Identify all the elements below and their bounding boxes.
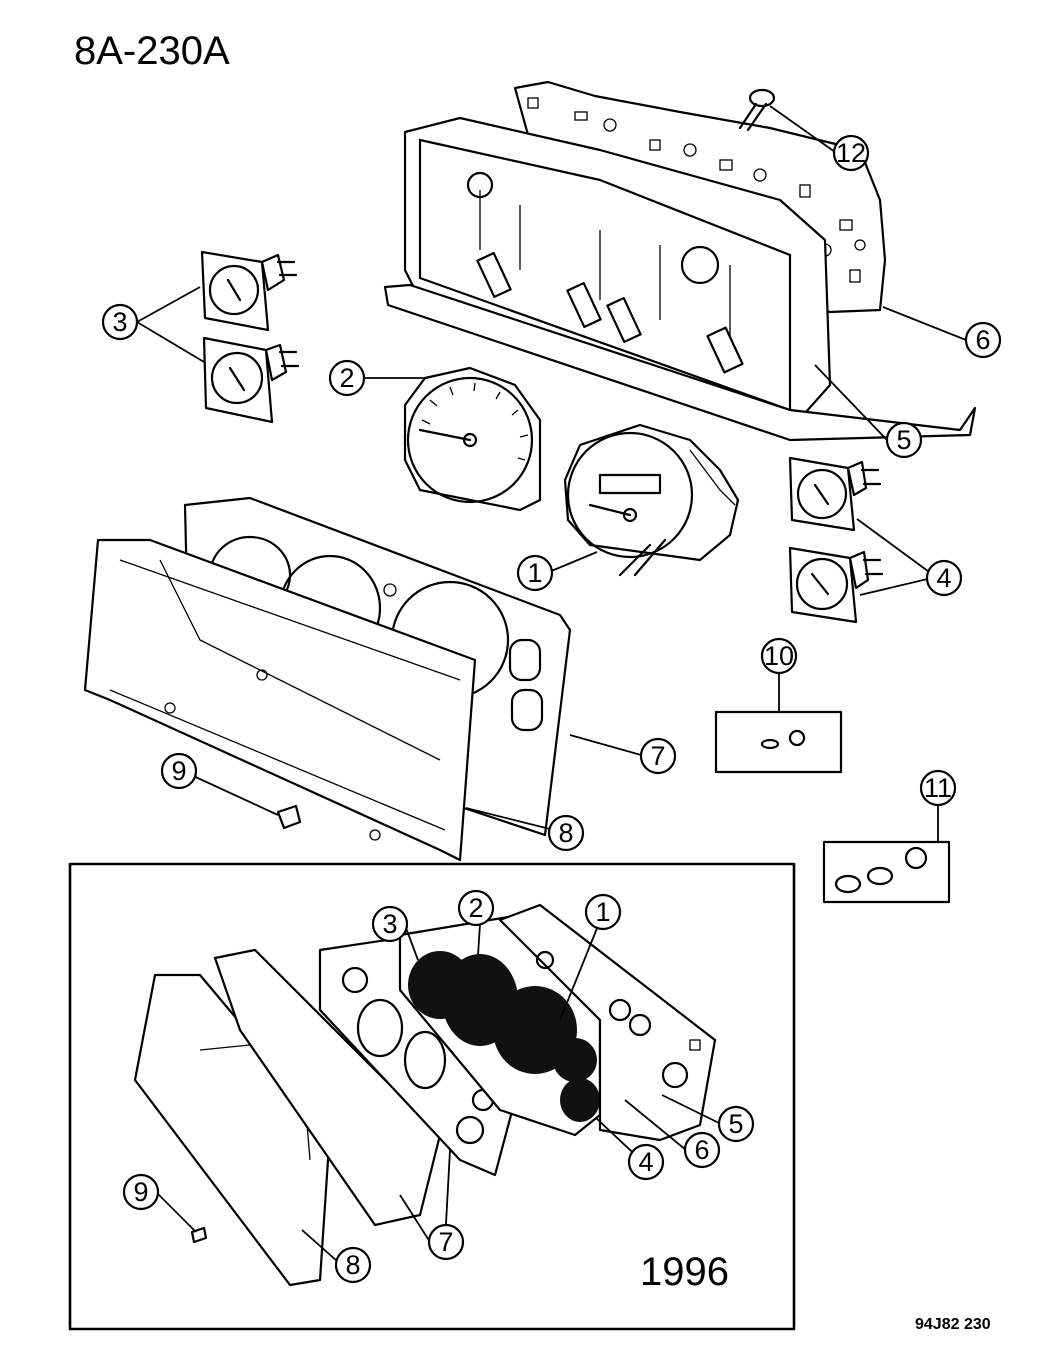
callout-6: 6 [964,321,1002,359]
drawing-code: 94J82 230 [915,1316,991,1333]
inset-callout-4: 4 [627,1143,665,1181]
inset-callout-7: 7 [427,1223,465,1261]
callout-3: 3 [101,303,139,341]
bulb-set-box [822,840,951,904]
svg-text:6: 6 [694,1135,709,1165]
speedometer-drawing [563,423,740,577]
svg-text:9: 9 [171,756,186,786]
inset-callout-6: 6 [683,1131,721,1169]
callout-11: 11 [919,769,957,807]
cluster-lens-drawing [83,538,477,862]
svg-text:5: 5 [728,1109,743,1139]
1996-inset-panel: 1996 [68,862,796,1331]
svg-text:6: 6 [975,325,990,355]
inset-callout-1: 1 [584,893,622,931]
gauge-4-lower-drawing [788,546,884,624]
inset-callout-9: 9 [122,1173,160,1211]
svg-text:10: 10 [764,641,794,671]
svg-text:8: 8 [345,1250,360,1280]
callout-5: 5 [885,421,923,459]
gauge-4-upper-drawing [788,456,882,532]
callout-4: 4 [925,559,963,597]
svg-text:4: 4 [936,563,951,593]
svg-text:2: 2 [468,893,483,923]
svg-text:12: 12 [836,138,866,168]
svg-text:7: 7 [438,1227,453,1257]
callout-2: 2 [328,359,366,397]
svg-text:2: 2 [339,363,354,393]
bulb-socket-box [714,710,843,774]
callout-12: 12 [832,134,870,172]
svg-text:4: 4 [638,1147,653,1177]
tachometer-drawing [403,366,542,512]
callout-9: 9 [160,752,198,790]
svg-text:8: 8 [558,818,573,848]
screw-drawing [738,88,776,132]
svg-text:1: 1 [527,558,542,588]
callout-7: 7 [639,737,677,775]
svg-text:1: 1 [595,897,610,927]
callout-8: 8 [547,814,585,852]
callout-1: 1 [516,554,554,592]
cluster-housing-drawing [383,116,977,442]
inset-year-label: 1996 [640,1250,729,1294]
inset-callout-8: 8 [334,1246,372,1284]
svg-text:9: 9 [133,1177,148,1207]
svg-text:3: 3 [382,909,397,939]
figure-title: 8A-230A [74,29,230,73]
gauge-3-upper-drawing [200,250,298,332]
svg-text:7: 7 [650,741,665,771]
inset-callout-5: 5 [717,1105,755,1143]
leader-lines-main [136,105,967,842]
inset-callout-3: 3 [371,905,409,943]
gauge-3-lower-drawing [202,336,300,424]
svg-text:3: 3 [112,307,127,337]
svg-text:5: 5 [896,425,911,455]
inset-callout-2: 2 [457,889,495,927]
svg-text:11: 11 [924,773,952,803]
callout-10: 10 [760,637,798,675]
lens-screw-drawing [276,804,302,830]
